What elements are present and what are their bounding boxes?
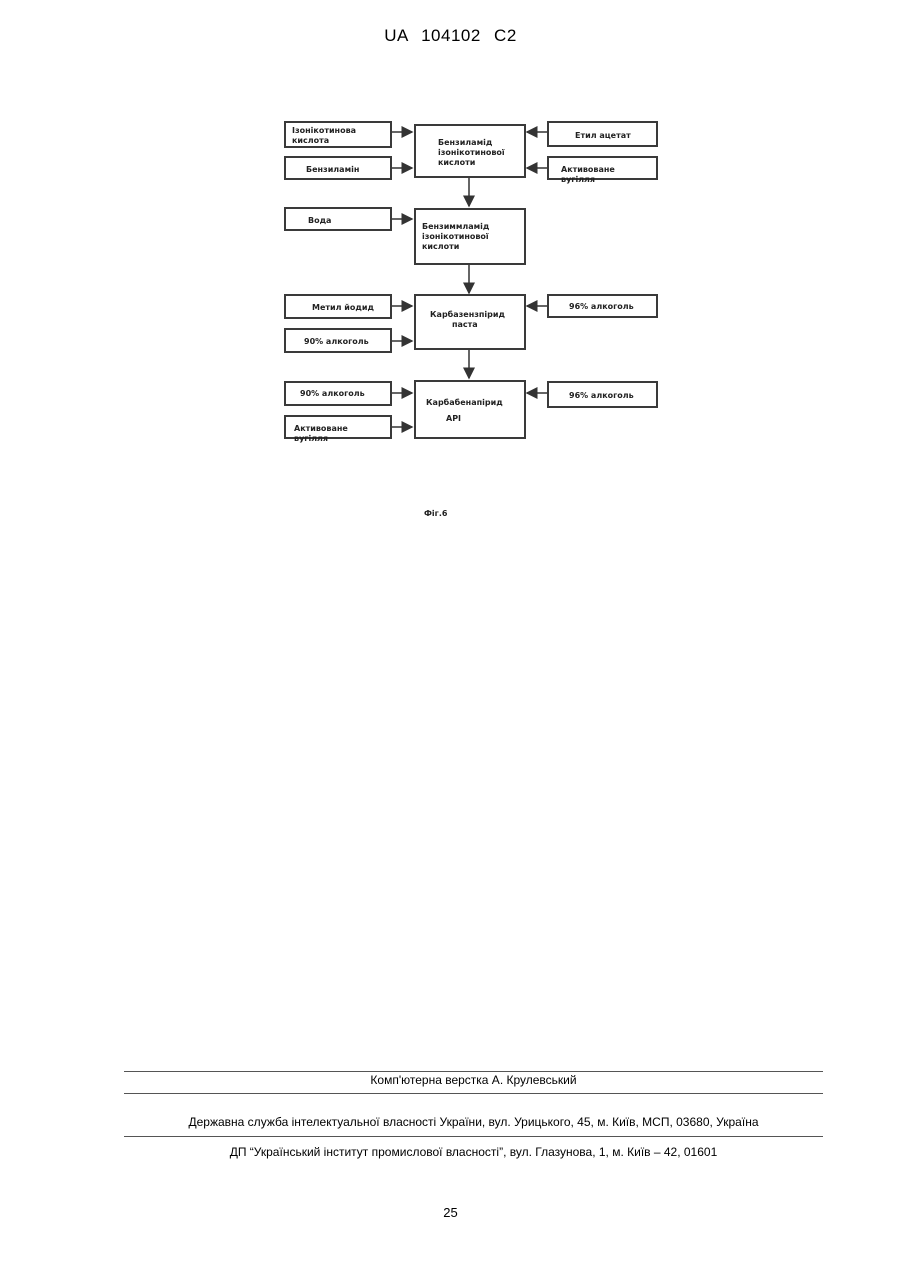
box-water: Вода [284, 207, 392, 231]
box-alcohol-96-1: 96% алкоголь [547, 294, 658, 318]
institute-address: ДП “Український інститут промислової вла… [124, 1145, 823, 1159]
flowchart-arrows [0, 0, 901, 540]
box-methyl-iodide: Метил йодид [284, 294, 392, 319]
box-alcohol-96-2: 96% алкоголь [547, 381, 658, 408]
box-carbabenapiride-api: Карбабенапірид API [414, 380, 526, 439]
footer-divider [124, 1136, 823, 1137]
footer-divider [124, 1093, 823, 1094]
page-number: 25 [0, 1205, 901, 1220]
agency-address: Державна служба інтелектуальної власност… [124, 1115, 823, 1129]
box-carbazenpiride-paste: Карбазензпірид паста [414, 294, 526, 350]
box-isonicotinic-acid: Ізонікотинова кислота [284, 121, 392, 148]
box-benzylamine: Бензиламін [284, 156, 392, 180]
box-alcohol-90-2: 90% алкоголь [284, 381, 392, 406]
box-benzylamide: Бензиламід ізонікотинової кислоти [414, 124, 526, 178]
footer-divider [124, 1071, 823, 1072]
box-activated-carbon-2: Активоване вугілля [284, 415, 392, 439]
flowchart-figure: Ізонікотинова кислота Бензиламін Бензила… [0, 0, 901, 540]
box-activated-carbon-1: Активоване вугілля [547, 156, 658, 180]
layout-credit: Комп'ютерна верстка А. Крулевський [124, 1073, 823, 1087]
figure-caption: Фіг.6 [424, 509, 447, 518]
box-benzylamide-2: Бензиммламід ізонікотинової кислоти [414, 208, 526, 265]
box-alcohol-90-1: 90% алкоголь [284, 328, 392, 353]
box-ethyl-acetate: Етил ацетат [547, 121, 658, 147]
